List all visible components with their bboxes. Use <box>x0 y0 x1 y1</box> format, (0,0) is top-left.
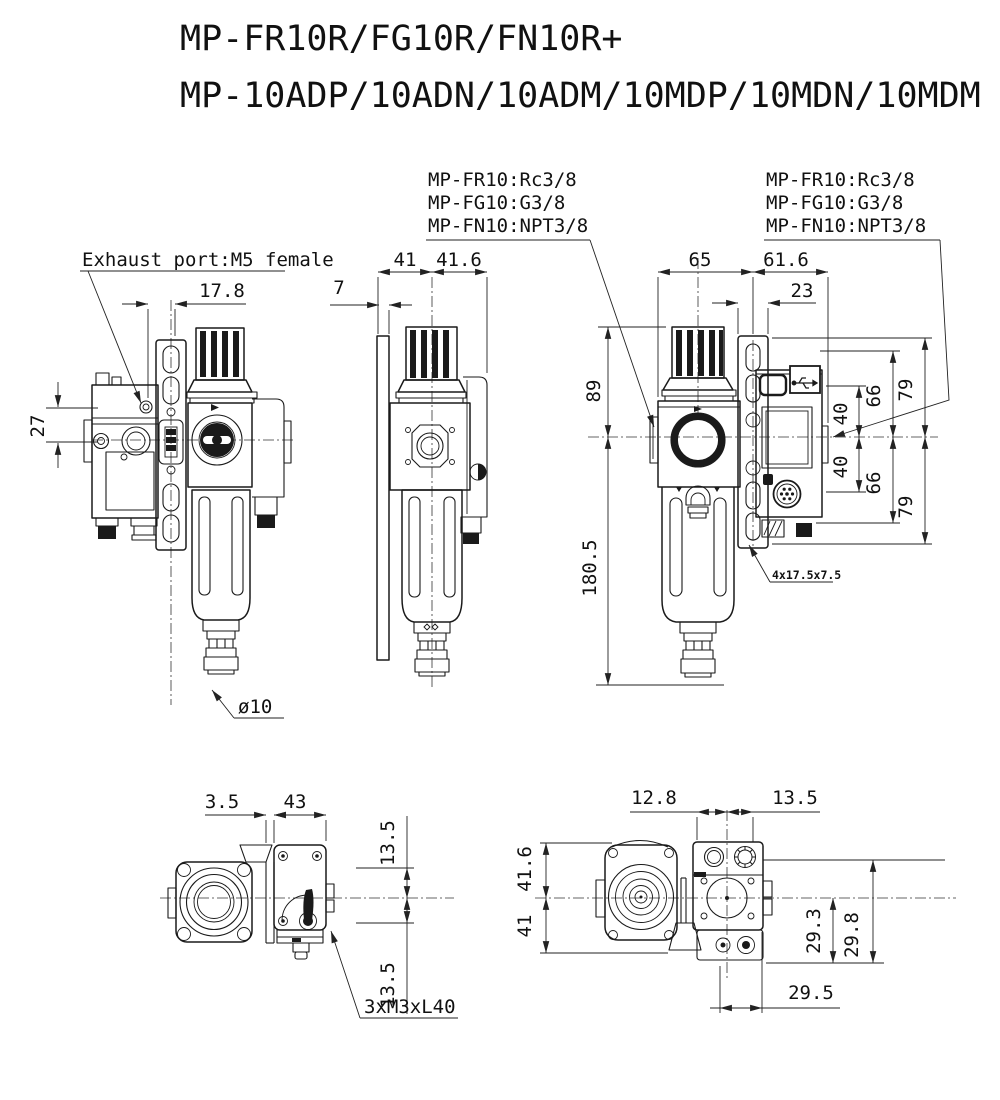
rear-view: 41 41.6 7 <box>330 249 488 690</box>
screw-leader <box>330 930 361 1019</box>
drain-leader <box>211 689 235 719</box>
dim-12-8: 12.8 <box>631 787 677 809</box>
drain-dia-label: ø10 <box>238 696 272 718</box>
dim-13-5-upper: 13.5 <box>377 820 399 866</box>
side-view-regulator <box>186 327 292 528</box>
usb-icon <box>791 377 819 389</box>
dim-13-5-port: 13.5 <box>772 787 818 809</box>
top-view: 12.8 13.5 41.6 41 29.3 29.8 29.5 <box>514 787 956 1013</box>
port-note-right-line3: MP-FN10:NPT3/8 <box>766 215 926 237</box>
dim-89: 89 <box>583 380 605 403</box>
bottom-view: 3.5 43 13.5 13.5 <box>160 791 458 1019</box>
title-line-2: MP-10ADP/10ADN/10ADM/10MDP/10MDN/10MDM <box>180 76 981 116</box>
front-view-switch-block <box>755 365 829 538</box>
dim-40-down: 40 <box>830 456 852 479</box>
port-note-left-line3: MP-FN10:NPT3/8 <box>428 215 588 237</box>
port-note-right-leader <box>832 239 950 438</box>
port-note-left-line1: MP-FR10:Rc3/8 <box>428 169 577 191</box>
side-view-valve-block <box>83 372 159 541</box>
display-window <box>761 406 813 469</box>
port-note-right-line1: MP-FR10:Rc3/8 <box>766 169 915 191</box>
dim-7: 7 <box>333 277 344 299</box>
connector-socket <box>772 479 802 509</box>
front-view-bowl <box>661 485 735 678</box>
dim-17-8: 17.8 <box>199 280 245 302</box>
dim-61-6: 61.6 <box>763 249 809 271</box>
dim-41-6-top: 41.6 <box>514 846 536 892</box>
front-view: 65 61.6 23 89 180.5 40 40 66 66 79 79 <box>579 249 938 686</box>
bottom-view-part <box>167 844 335 960</box>
dim-41-6: 41.6 <box>436 249 482 271</box>
port-note-left-line2: MP-FG10:G3/8 <box>428 192 565 214</box>
threaded-port-marks <box>734 846 756 868</box>
set-button <box>763 474 773 485</box>
rear-view-part <box>376 326 488 677</box>
dim-23: 23 <box>791 280 814 302</box>
dim-66-up: 66 <box>863 385 885 408</box>
slot-size-label: 4x17.5x7.5 <box>772 568 841 582</box>
dim-40-up: 40 <box>830 403 852 426</box>
side-view-bowl <box>191 489 251 675</box>
port-note-left: MP-FR10:Rc3/8 MP-FG10:G3/8 MP-FN10:NPT3/… <box>426 169 655 428</box>
dim-13-5-lower: 13.5 <box>377 962 399 1008</box>
dim-29-8: 29.8 <box>841 912 863 958</box>
dim-41-top: 41 <box>514 915 536 938</box>
exhaust-leader <box>87 270 142 404</box>
dim-43: 43 <box>284 791 307 813</box>
dim-27: 27 <box>27 415 49 438</box>
dim-79-up: 79 <box>895 379 917 402</box>
dim-79-down: 79 <box>895 496 917 519</box>
title-block: MP-FR10R/FG10R/FN10R+ MP-10ADP/10ADN/10A… <box>180 19 981 116</box>
dim-180-5: 180.5 <box>579 539 601 596</box>
dim-65: 65 <box>689 249 712 271</box>
top-view-part <box>595 839 773 961</box>
dim-66-down: 66 <box>863 472 885 495</box>
usb-port-outline <box>789 365 821 394</box>
side-view: Exhaust port:M5 female 17.8 27 <box>27 249 334 719</box>
front-view-regulator <box>649 326 741 488</box>
dim-29-5: 29.5 <box>788 982 834 1004</box>
title-line-1: MP-FR10R/FG10R/FN10R+ <box>180 19 623 59</box>
dim-41: 41 <box>394 249 417 271</box>
side-view-bracket <box>155 339 187 551</box>
slot-leader <box>748 544 771 583</box>
port-note-left-leader <box>589 239 655 428</box>
screw-label: 3xM3xL40 <box>364 996 456 1018</box>
dim-29-3: 29.3 <box>803 908 825 954</box>
port-note-right: MP-FR10:Rc3/8 MP-FG10:G3/8 MP-FN10:NPT3/… <box>764 169 950 438</box>
exhaust-port-label: Exhaust port:M5 female <box>82 249 334 271</box>
port-note-right-line2: MP-FG10:G3/8 <box>766 192 903 214</box>
dim-3-5: 3.5 <box>205 791 239 813</box>
